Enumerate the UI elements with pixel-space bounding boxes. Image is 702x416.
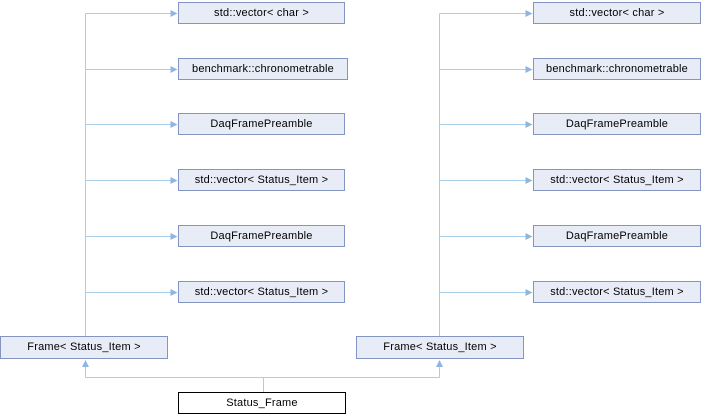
graph-node-std-vector-char-right[interactable]: std::vector< char > bbox=[533, 2, 701, 24]
arrow-right-icon bbox=[525, 66, 533, 73]
graph-node-status-frame-main: Status_Frame bbox=[178, 392, 346, 414]
inheritance-edge-group bbox=[82, 360, 443, 392]
graph-node-daqframepreamble-1-left[interactable]: DaqFramePreamble bbox=[178, 113, 345, 135]
arrow-right-icon bbox=[525, 10, 533, 17]
graph-node-std-vector-char-left[interactable]: std::vector< char > bbox=[178, 2, 345, 24]
graph-node-daqframepreamble-2-left[interactable]: DaqFramePreamble bbox=[178, 225, 345, 247]
arrow-right-icon bbox=[525, 121, 533, 128]
graph-node-daqframepreamble-2-right[interactable]: DaqFramePreamble bbox=[533, 225, 701, 247]
graph-node-std-vector-status-item-2-left[interactable]: std::vector< Status_Item > bbox=[178, 281, 345, 303]
usage-edge-group-left bbox=[85, 10, 178, 336]
arrow-right-icon bbox=[170, 10, 178, 17]
arrow-right-icon bbox=[525, 177, 533, 184]
arrow-right-icon bbox=[525, 233, 533, 240]
graph-node-benchmark-chronometrable-left[interactable]: benchmark::chronometrable bbox=[178, 58, 348, 80]
graph-node-frame-status-item-right[interactable]: Frame< Status_Item > bbox=[356, 336, 524, 359]
arrow-right-icon bbox=[170, 177, 178, 184]
arrow-right-icon bbox=[170, 121, 178, 128]
arrow-up-icon bbox=[82, 360, 89, 367]
arrow-right-icon bbox=[170, 233, 178, 240]
graph-node-std-vector-status-item-1-right[interactable]: std::vector< Status_Item > bbox=[533, 169, 701, 191]
arrow-right-icon bbox=[525, 289, 533, 296]
graph-node-daqframepreamble-1-right[interactable]: DaqFramePreamble bbox=[533, 113, 701, 135]
graph-node-std-vector-status-item-2-right[interactable]: std::vector< Status_Item > bbox=[533, 281, 701, 303]
arrow-up-icon bbox=[436, 360, 443, 367]
graph-node-benchmark-chronometrable-right[interactable]: benchmark::chronometrable bbox=[533, 58, 701, 80]
usage-edge-group-right bbox=[439, 10, 533, 336]
arrow-right-icon bbox=[170, 289, 178, 296]
graph-node-std-vector-status-item-1-left[interactable]: std::vector< Status_Item > bbox=[178, 169, 345, 191]
graph-node-frame-status-item-left[interactable]: Frame< Status_Item > bbox=[0, 336, 168, 359]
arrow-right-icon bbox=[170, 66, 178, 73]
